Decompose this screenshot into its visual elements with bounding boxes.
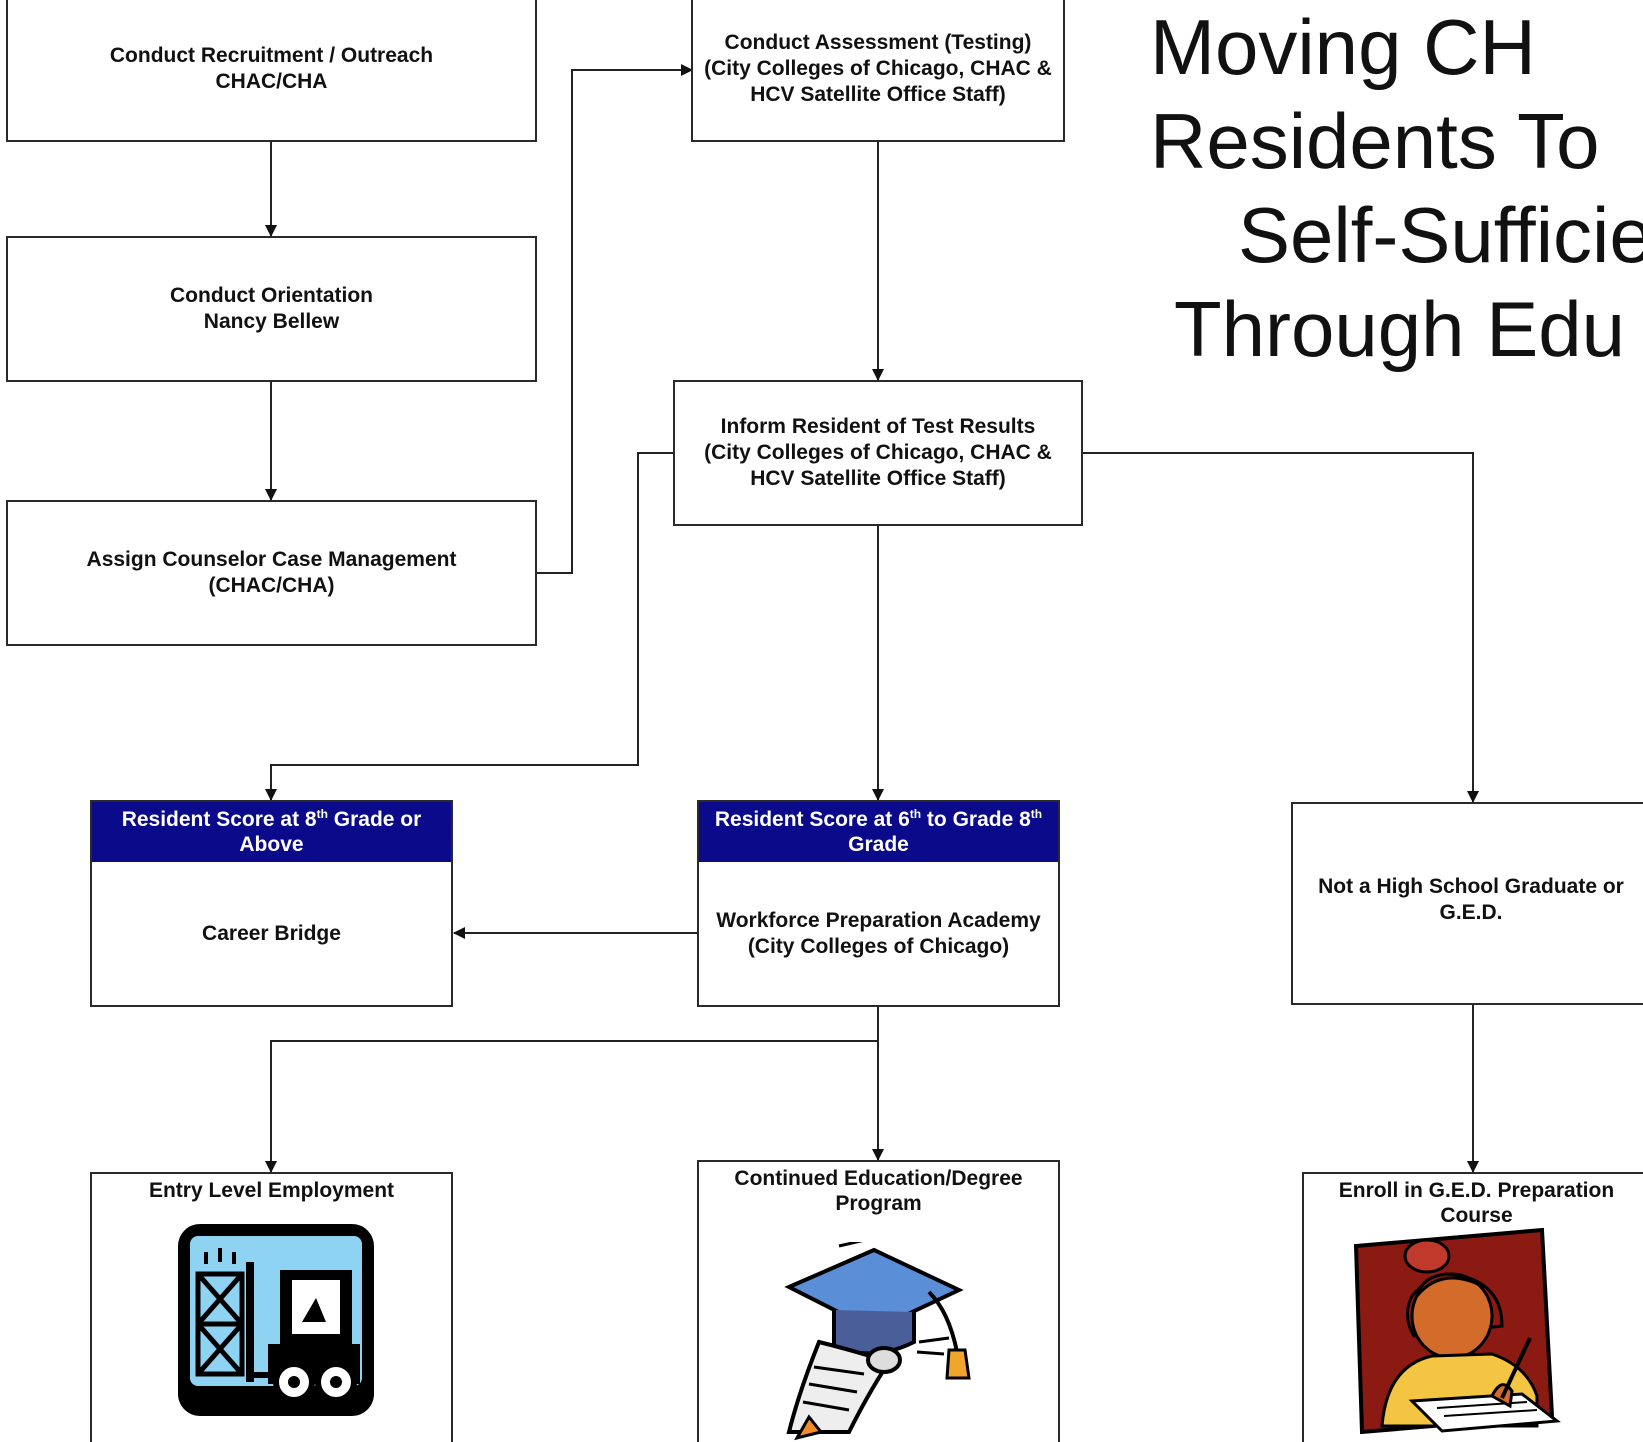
score-6th-header-a: Resident Score at 6 xyxy=(714,808,910,831)
node-continued-education: Continued Education/Degree Program xyxy=(697,1160,1060,1442)
student-writing-icon xyxy=(1353,1227,1561,1435)
arrow-counselor-to-assessment xyxy=(536,64,693,574)
node-continued-label: Continued Education/Degree Program xyxy=(734,1167,1023,1215)
node-orientation-label: Conduct Orientation Nancy Bellew xyxy=(170,284,373,333)
node-ged-label: Enroll in G.E.D. Preparation Course xyxy=(1338,1179,1615,1227)
node-inform-label: Inform Resident of Test Results (City Co… xyxy=(704,415,1052,490)
score-6th-header-c: Grade xyxy=(848,833,909,856)
node-orientation: Conduct Orientation Nancy Bellew xyxy=(6,236,537,382)
score-8th-header: Resident Score at 8th Grade or Above xyxy=(92,802,451,862)
node-entry-level-employment: Entry Level Employment xyxy=(90,1172,453,1442)
title-line-4: Through Edu xyxy=(1174,285,1625,373)
arrow-workforce-to-entry xyxy=(265,1006,879,1173)
node-score-8th: Resident Score at 8th Grade or Above Care… xyxy=(90,800,453,1007)
node-counselor: Assign Counselor Case Management (CHAC/C… xyxy=(6,500,537,646)
node-recruitment: Conduct Recruitment / Outreach CHAC/CHA xyxy=(6,0,537,142)
node-career-bridge-label: Career Bridge xyxy=(202,921,341,945)
arrow-inform-to-notgrad xyxy=(1083,452,1479,803)
node-inform-results: Inform Resident of Test Results (City Co… xyxy=(673,380,1083,526)
node-assessment: Conduct Assessment (Testing) (City Colle… xyxy=(691,0,1065,142)
score-8th-sup: th xyxy=(316,807,328,821)
score-6th-sup-a: th xyxy=(909,807,922,821)
node-counselor-label: Assign Counselor Case Management (CHAC/C… xyxy=(86,548,457,597)
title-line-2: Residents To xyxy=(1150,97,1600,185)
node-assessment-label: Conduct Assessment (Testing) (City Colle… xyxy=(704,31,1052,106)
score-8th-header-b: Grade or xyxy=(327,808,422,831)
node-recruitment-label: Conduct Recruitment / Outreach CHAC/CHA xyxy=(109,44,434,93)
node-not-grad-label: Not a High School Graduate or G.E.D. xyxy=(1318,875,1624,924)
node-ged-preparation: Enroll in G.E.D. Preparation Course xyxy=(1302,1172,1643,1442)
node-workforce-label: Workforce Preparation Academy (City Coll… xyxy=(716,908,1041,958)
forklift-icon xyxy=(178,1224,374,1416)
title-line-1: Moving CH xyxy=(1150,3,1536,91)
arrow-inform-to-score8 xyxy=(265,452,673,801)
title-line-3: Self-Sufficie xyxy=(1238,191,1643,279)
score-8th-header-c: Above xyxy=(239,833,304,856)
score-8th-header-a: Resident Score at 8 xyxy=(121,808,317,831)
graduation-cap-diploma-icon xyxy=(784,1242,971,1441)
score-6th-header-b: to Grade 8 xyxy=(921,808,1031,831)
node-not-hs-graduate: Not a High School Graduate or G.E.D. xyxy=(1291,802,1643,1005)
score-6th-sup-b: th xyxy=(1030,807,1043,821)
diagram-title: Moving CH Residents To Self-Sufficie Thr… xyxy=(1150,0,1643,376)
node-entry-label: Entry Level Employment xyxy=(148,1179,395,1202)
